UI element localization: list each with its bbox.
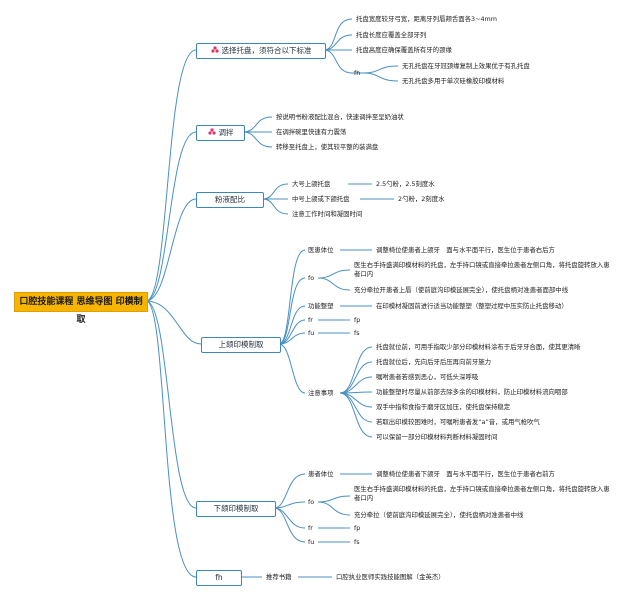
topic-upper-impression[interactable]: 上颌印模制取 (201, 337, 281, 353)
item: 功能整塑时尽量从前部去除多余的印模材料，防止印模材料流向咽部 (376, 388, 568, 396)
topic-label: 调拌 (218, 128, 234, 137)
item: 若取出印模较困难时，可嘱咐患者发“a”音，或用气枪吹气 (376, 418, 540, 426)
item: 2勺粉，2刻度水 (398, 195, 445, 203)
item: fo (308, 498, 315, 506)
item: 医患体位 (308, 246, 334, 254)
topic-label: 选择托盘，须符合以下标准 (221, 46, 312, 55)
item: 无孔托盘在牙冠颈缘复制上效果优于有孔托盘 (402, 62, 530, 70)
root-topic[interactable]: 口腔技能课程 思维导图 印模制取 (14, 292, 148, 325)
item: 充分牵拉（使前庭沟印模延展完全），使托盘柄对准患者中线 (354, 511, 524, 519)
item: 按说明书粉液配比混合，快速调拌至呈奶油状 (276, 113, 404, 121)
connector-root-b4 (145, 300, 202, 345)
item: 托盘长度应覆盖全部牙列 (356, 31, 427, 39)
connector-root-b1 (145, 49, 197, 302)
item: 功能整塑 (308, 302, 334, 310)
item: 调整椅位使患者上颌牙 面与水平面平行，医生位于患者右后方 (376, 246, 555, 254)
item: 托盘就位后，先向后牙后压再向前牙施力 (376, 358, 492, 366)
item: 转移至托盘上，使其较平整的装满盘 (276, 143, 379, 151)
item: 口腔执业医师实践技能图解（金英杰） (336, 573, 445, 581)
item: 医生右手持盛满印模材料的托盘，左手持口镜或直接牵拉患者左侧口角，将托盘旋转放入患… (354, 261, 610, 278)
item: fr (308, 316, 313, 324)
item: 医生右手持盛满印模材料的托盘，左手持口镜或直接牵拉患者左侧口角，将托盘旋转放入患… (354, 485, 610, 502)
item: 无孔托盘多用于单次硅橡胶印模材料 (402, 77, 505, 85)
topic-powder-liquid-ratio[interactable]: 粉液配比 (196, 192, 264, 208)
topic-lower-impression[interactable]: 下颌印模制取 (196, 501, 276, 517)
connector-root-b5 (145, 300, 197, 509)
item: fs (354, 538, 360, 546)
item: fo (308, 274, 315, 282)
item: fu (308, 329, 315, 337)
connector-root-b3 (145, 198, 197, 302)
item: 调整椅位使患者下颌牙 面与水平面平行，医生位于患者右前方 (376, 470, 555, 478)
item: 中号上颌或下颌托盘 (292, 195, 350, 203)
item: 托盘宽度较牙弓宽，距离牙列唇颊舌面各3~4mm (356, 15, 497, 23)
item: 推荐书籍 (266, 573, 292, 581)
item: 托盘高度应确保覆盖所有牙的颈缘 (356, 46, 452, 54)
item: fp (354, 316, 361, 324)
item: fs (354, 329, 360, 337)
item: 嘱咐患者若感到恶心，可低头深呼吸 (376, 373, 479, 381)
item: 充分牵拉开患者上唇（使前庭沟印模延展完全），使托盘柄对准患者面部中线 (354, 286, 569, 294)
item: 注意事项 (308, 389, 334, 397)
item: 双手中指和食指于磨牙区加压，使托盘保持稳定 (376, 403, 511, 411)
connector-root-b2 (145, 131, 197, 302)
item: 在印模材凝固前进行适当功能整塑（整塑过程中压实防止托盘移动） (376, 302, 568, 310)
item: 在调拌碗里快速有力震荡 (276, 128, 347, 136)
item: 2.5勺粉，2.5刻度水 (376, 180, 435, 188)
item: 患者体位 (308, 470, 334, 478)
item: fh (354, 69, 361, 77)
item: 可以保留一部分印模材料判断材料凝固时间 (376, 433, 498, 441)
flower-icon (207, 127, 216, 135)
topic-mixing[interactable]: 调拌 (196, 125, 245, 141)
connector-root-b6 (145, 300, 197, 578)
item: fp (354, 524, 361, 532)
item: 注意工作时间和凝固时间 (292, 210, 363, 218)
flower-icon (210, 45, 219, 53)
topic-select-tray[interactable]: 选择托盘，须符合以下标准 (196, 43, 326, 59)
item: fr (308, 524, 313, 532)
item: fu (308, 538, 315, 546)
item: 托盘就位前，可用手指取少部分印模材料涂布于后牙牙合面，使其更清晰 (376, 343, 581, 351)
item: 大号上颌托盘 (292, 180, 331, 188)
topic-fh[interactable]: fh (196, 570, 242, 586)
